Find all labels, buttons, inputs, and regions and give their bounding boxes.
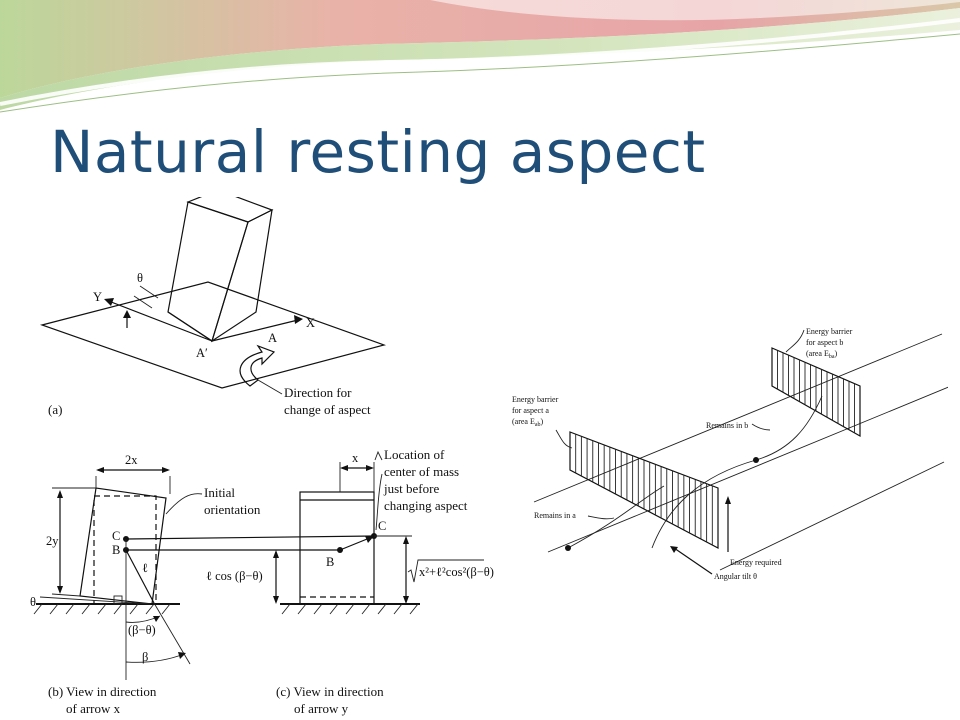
panel-b-2y-label: 2y — [46, 534, 59, 548]
panel-a-caption: (a) — [48, 402, 62, 417]
direction-curved-arrow — [239, 344, 276, 387]
panel-c-location-line1: Location of — [384, 447, 445, 462]
panel-c-location-line2: center of mass — [384, 464, 459, 479]
x-arrowhead — [294, 315, 303, 324]
panel-b-initial-line1: Initial — [204, 485, 235, 500]
energy-barrier-a — [569, 431, 719, 549]
sqrt-symbol — [407, 559, 484, 583]
panel-c-x-label: x — [352, 451, 359, 465]
panel-b-caption-line1: (b) View in direction — [48, 684, 157, 699]
barrier-b-line3: (area Eba) — [806, 349, 838, 360]
angular-tilt-label: Angular tilt θ — [714, 572, 757, 581]
block-side-face — [210, 208, 273, 343]
panel-b-beta-theta-label: (β−θ) — [128, 623, 156, 637]
slide-title: Natural resting aspect — [50, 118, 706, 186]
remains-in-a-label: Remains in a — [534, 511, 576, 520]
header-swoosh-decoration — [0, 0, 960, 113]
panel-b-beta-label: β — [142, 650, 148, 664]
panel-a-a-label: A — [268, 331, 277, 345]
panel-a-theta-label: θ — [137, 271, 143, 285]
panel-c-location-line4: changing aspect — [384, 498, 468, 513]
panel-c-caption-line2: of arrow y — [294, 701, 349, 716]
panel-c-height-label: ℓ cos (β−θ) — [206, 569, 263, 583]
energy-required-label: Energy required — [730, 558, 782, 567]
panel-b-b-label: B — [112, 543, 120, 557]
block-top-face — [186, 197, 274, 223]
panel-b-caption-line2: of arrow x — [66, 701, 121, 716]
panel-c-block — [299, 491, 375, 605]
remains-in-b-label: Remains in b — [706, 421, 748, 430]
barrier-a-line2: for aspect a — [512, 406, 549, 415]
panel-b-2x-label: 2x — [125, 453, 138, 467]
panel-b-l-label: ℓ — [142, 561, 148, 575]
panel-c-caption-line1: (c) View in direction — [276, 684, 384, 699]
panel-a-y-label: Y — [93, 290, 102, 304]
barrier-b-line2: for aspect b — [806, 338, 843, 347]
left-figure: θ Y X A A′ Direction for change of aspec… — [15, 197, 505, 719]
panel-b-initial-line2: orientation — [204, 502, 261, 517]
panel-a-x-label: X — [306, 316, 315, 330]
panel-a-aprime-label: A′ — [196, 346, 208, 360]
tilted-block — [79, 487, 167, 605]
panel-c-b-label: B — [326, 555, 334, 569]
panel-c-c-label: C — [378, 519, 386, 533]
panel-b-theta-label: θ — [30, 595, 36, 609]
resting-plane — [39, 281, 387, 389]
panel-a-direction-line2: change of aspect — [284, 402, 371, 417]
panel-c-sqrt-label: x²+ℓ²cos²(β−θ) — [419, 565, 494, 579]
barrier-a-line1: Energy barrier — [512, 395, 559, 404]
y-arrowhead — [104, 298, 114, 306]
panel-c-location-line3: just before — [383, 481, 439, 496]
barrier-b-line1: Energy barrier — [806, 327, 853, 336]
panel-a-direction-line1: Direction for — [284, 385, 352, 400]
right-figure: Energy barrier for aspect a (area Eab) E… — [502, 318, 948, 596]
panel-b-c-label: C — [112, 529, 120, 543]
barrier-a-line3: (area Eab) — [512, 417, 544, 428]
energy-barrier-b — [771, 347, 861, 438]
